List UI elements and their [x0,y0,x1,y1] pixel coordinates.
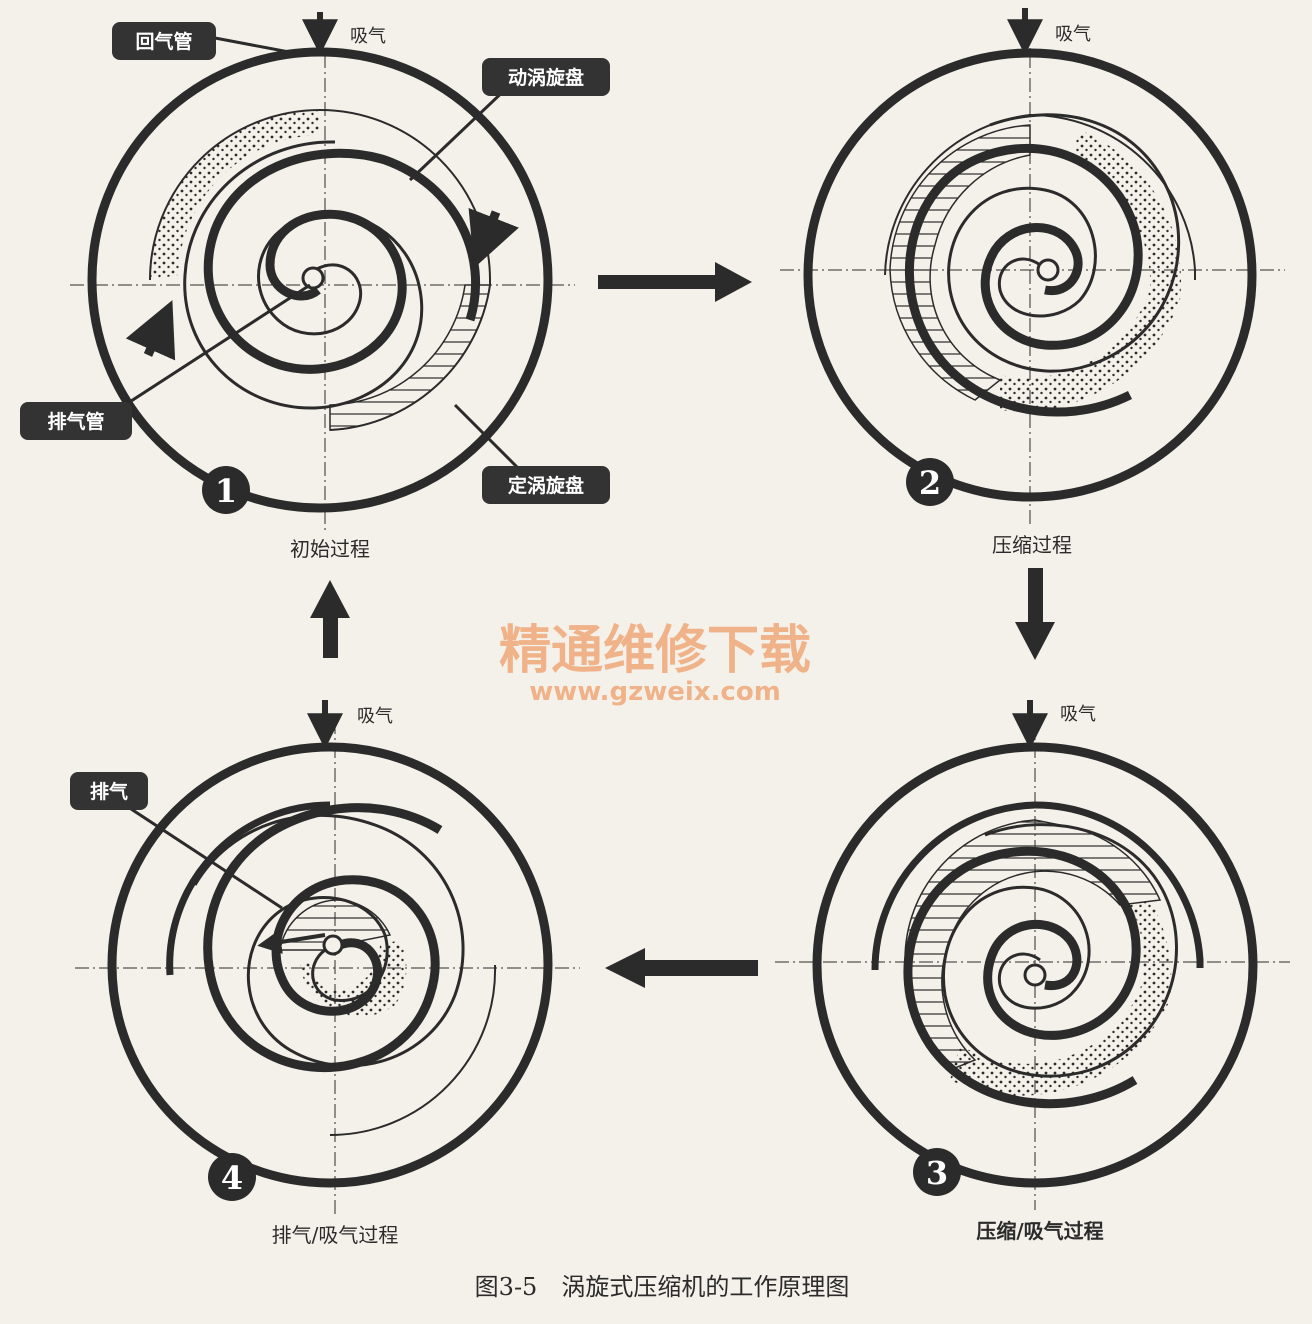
discharge-label: 排气 [90,780,128,803]
fixed-leader [453,403,522,472]
panel-number: 4 [221,1159,243,1197]
outer-fixed-scroll [166,801,331,976]
intake-label: 吸气 [357,706,393,727]
panel-number: 2 [919,464,941,502]
discharge-pipe-tag [20,402,132,440]
suction-pocket-dots [150,110,320,280]
orbiting-scroll-wrap [203,803,443,1073]
figure-caption: 图3-5 涡旋式压缩机的工作原理图 [475,1273,850,1301]
orbiting-scroll-tag [482,58,610,96]
discharge-leader [124,803,283,910]
inflow-arrow-left [125,300,176,361]
panel-caption: 压缩过程 [992,533,1072,557]
orbiting-scroll-wrap [903,846,1141,1109]
arrow-3-to-4 [605,948,758,988]
orbiting-scroll-wrap [203,148,481,374]
fixed-scroll-wrap [183,140,424,410]
return-pipe-leader [214,36,306,57]
fixed-scroll-wrap [193,813,465,1068]
arrow-2-to-3 [1015,568,1055,660]
process-arrows [310,262,1055,988]
orbiting-leader [408,83,512,182]
watermark-title: 精通维修下载 [499,621,811,681]
discharge-port [1036,258,1060,282]
arrow-4-to-1 [310,580,350,658]
panel-number-badge [202,466,250,514]
panel-number: 3 [926,1154,948,1192]
discharge-pipe-label: 排气管 [47,410,104,433]
discharge-leader [124,283,311,407]
suction-pocket-dots [1000,130,1181,412]
fixed-scroll-tag [482,466,610,504]
orbiting-scroll-wrap [905,143,1143,417]
fixed-scroll-wrap [942,823,1178,1078]
panel-caption: 压缩/吸气过程 [976,1219,1103,1243]
panel-3: 吸气 3 压缩/吸气过程 [775,700,1290,1243]
panel-number-badge [906,458,954,506]
panel-number-badge [913,1148,961,1196]
outer-fixed-scroll-thin [329,964,497,1136]
discharge-tag [70,772,148,810]
panel-caption: 排气/吸气过程 [272,1223,399,1247]
panel-1: 吸气 回气管 动涡旋盘 排气管 定涡旋盘 1 初始过程 [20,12,610,561]
return-pipe-tag [112,22,216,60]
discharge-port [1023,963,1047,987]
intake-label: 吸气 [1055,24,1091,45]
panel-2: 吸气 2 压缩过程 [780,8,1285,557]
panel-number: 1 [215,472,237,510]
discharge-port [322,934,344,956]
discharge-port [301,266,325,290]
watermark: 精通维修下载 www.gzweix.com [499,621,811,707]
inflow-arrow-right [468,207,519,269]
return-pipe-label: 回气管 [135,30,192,53]
watermark-url: www.gzweix.com [529,677,781,707]
intake-label: 吸气 [350,26,386,47]
fixed-scroll-wrap [947,113,1181,373]
arrow-1-to-2 [598,262,752,302]
discharge-flow-arrow [257,930,326,954]
outer-fixed-scroll [884,113,1196,280]
orbiting-scroll-label: 动涡旋盘 [508,66,584,89]
fixed-scroll-label: 定涡旋盘 [508,474,584,497]
outer-fixed-scroll [149,108,491,431]
suction-pocket-dots [950,900,1172,1096]
intake-label: 吸气 [1060,704,1096,725]
panel-4: 吸气 排气 4 排气/吸气过程 [70,700,580,1247]
outer-fixed-scroll [871,801,1204,971]
panel-caption: 初始过程 [290,537,370,561]
panel-number-badge [208,1153,256,1201]
